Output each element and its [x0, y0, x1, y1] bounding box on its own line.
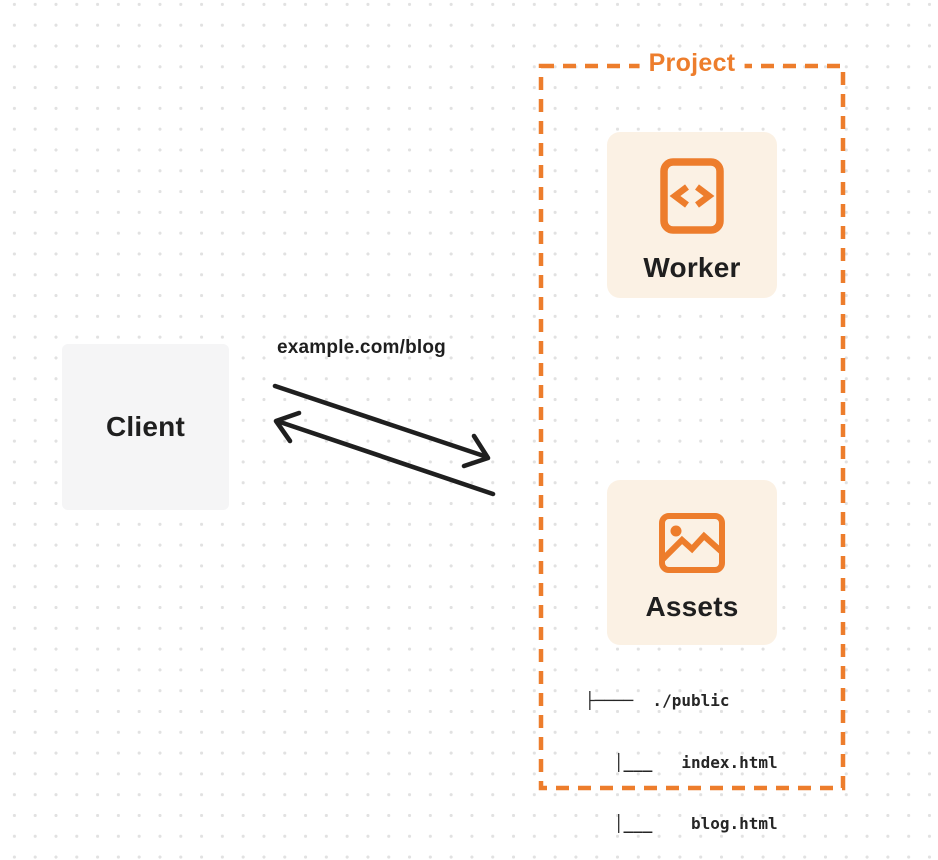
- project-dashed-border: [538, 63, 846, 791]
- client-label: Client: [106, 411, 185, 442]
- code-file-icon: [660, 158, 724, 239]
- response-arrowhead: [273, 410, 302, 444]
- request-url-label: example.com/blog: [277, 337, 446, 358]
- response-arrow-line: [274, 418, 496, 497]
- request-arrow-line: [272, 383, 490, 460]
- worker-label: Worker: [643, 252, 741, 283]
- assets-node: Assets: [607, 480, 777, 645]
- request-arrowhead: [461, 433, 491, 469]
- project-label: Project: [639, 49, 745, 78]
- file-tree-line: │___ index.html: [585, 752, 778, 772]
- worker-node: Worker: [607, 132, 777, 298]
- file-tree-line: ├──── ./public: [585, 691, 730, 710]
- project-container: Project Worker: [538, 49, 846, 791]
- image-icon: [659, 513, 725, 578]
- client-node: Client: [62, 344, 229, 510]
- assets-file-tree: ├──── ./public │___ index.html │___ blog…: [585, 650, 778, 860]
- file-tree-line: │___ blog.html: [585, 814, 778, 833]
- assets-label: Assets: [645, 591, 739, 622]
